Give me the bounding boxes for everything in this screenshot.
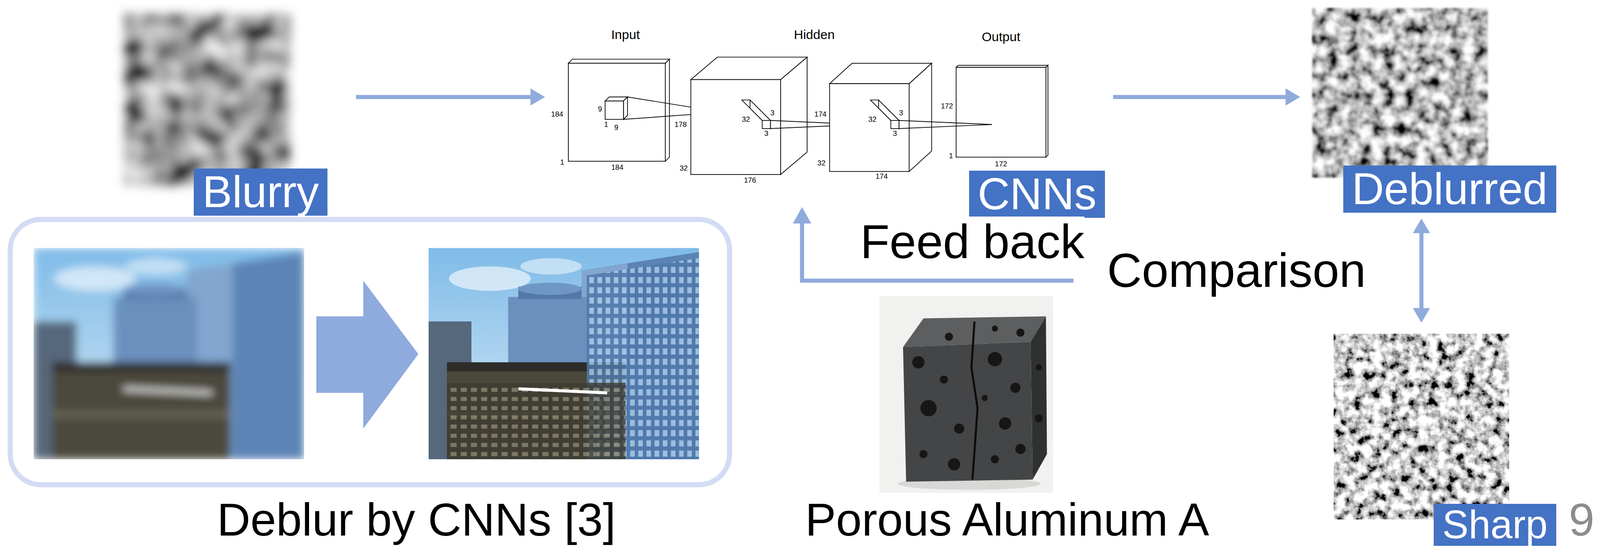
dimension-label: 1 <box>948 152 953 160</box>
dimension-label: 174 <box>875 172 888 181</box>
dimension-label: 174 <box>814 110 827 119</box>
blurry-image <box>124 14 290 186</box>
sharp-image <box>1333 333 1510 520</box>
image-label: Sharp <box>1433 503 1557 546</box>
flow-arrow <box>356 88 546 106</box>
caption: Porous Aluminum A <box>805 495 1210 544</box>
dimension-label: 3 <box>764 129 769 138</box>
deblurred-image <box>1312 8 1488 178</box>
cnn-layers <box>568 57 1048 175</box>
image-label: Blurry <box>193 168 328 216</box>
porous-aluminum-photo <box>879 295 1054 493</box>
arrow-head <box>1412 218 1430 234</box>
big-arrow <box>316 280 419 429</box>
caption: Deblur by CNNs [3] <box>216 495 616 544</box>
image-group: Blurry <box>117 8 351 216</box>
dimension-label: 32 <box>817 159 826 168</box>
dimension-label: 32 <box>868 115 877 124</box>
dimension-label: 3 <box>770 109 775 118</box>
dimension-label: 32 <box>679 164 688 173</box>
layer-title: Output <box>981 30 1021 44</box>
layer-title: Input <box>611 27 640 42</box>
dimension-label: 184 <box>611 163 624 172</box>
dimension-label: 9 <box>614 123 619 132</box>
image-group: CNNs <box>551 22 1108 218</box>
image-label: Deblurred <box>1343 165 1557 213</box>
image-label: CNNs <box>969 170 1105 218</box>
dimension-label: 1 <box>560 158 565 167</box>
arrow-head <box>1285 88 1300 106</box>
image-group: Sharp <box>1326 328 1560 546</box>
dimension-label: 32 <box>741 115 751 124</box>
flow-arrow <box>1412 218 1430 323</box>
dimension-label: 9 <box>597 105 602 114</box>
dimension-label: 178 <box>674 120 687 129</box>
layer-title: Hidden <box>793 27 835 42</box>
arrow-line <box>1419 232 1424 310</box>
arrow-head <box>1412 308 1430 323</box>
arrow-head <box>530 88 546 106</box>
arrow-line <box>1113 94 1287 100</box>
example-panel <box>10 219 730 485</box>
sharp-city <box>428 247 700 460</box>
dimension-label: 176 <box>744 176 757 185</box>
blurry-city <box>33 247 305 460</box>
dimension-label: 3 <box>898 109 903 118</box>
arrow-line <box>356 94 532 100</box>
page-number: 9 <box>1568 495 1595 544</box>
caption: Comparison <box>1107 245 1366 296</box>
dimension-label: 1 <box>603 120 608 129</box>
caption: Feed back <box>860 216 1085 268</box>
dimension-label: 184 <box>551 110 564 119</box>
dimension-label: 172 <box>940 102 953 111</box>
flow-arrow <box>1113 88 1300 106</box>
dimension-label: 3 <box>892 129 897 138</box>
image-group: Deblurred <box>1305 3 1559 213</box>
dimension-label: 172 <box>994 160 1007 169</box>
